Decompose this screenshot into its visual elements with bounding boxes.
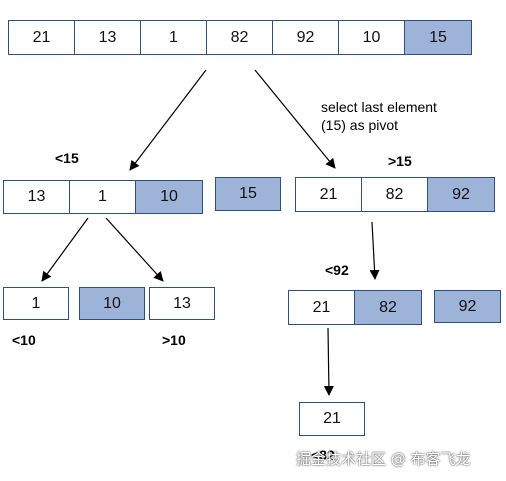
- array-cell: 82: [207, 21, 273, 54]
- arrow-left-to-lt: [41, 217, 89, 282]
- arrow-top-to-left: [129, 69, 207, 171]
- annotation-line-1: select last element: [321, 99, 437, 115]
- array-cell: 21: [296, 178, 362, 211]
- array-cell: 13: [4, 181, 70, 213]
- array-cell: 21: [289, 291, 355, 324]
- arrow-right-to-children: [369, 221, 380, 280]
- array-cell: 1: [141, 21, 207, 54]
- pivot-92-cell: 92: [434, 290, 501, 323]
- label-less-than-15: <15: [55, 150, 79, 166]
- array-cell: 92: [273, 21, 339, 54]
- array-cell: 13: [75, 21, 141, 54]
- array-cell: 21: [9, 21, 75, 54]
- left-partition: 13 1 10: [3, 180, 203, 214]
- arrow-left-to-gt: [105, 217, 164, 282]
- pivot-cell: 15: [405, 21, 471, 54]
- bottom-cell: 21: [299, 402, 365, 436]
- top-array: 21 13 1 82 92 10 15: [8, 20, 472, 55]
- label-greater-than-10: >10: [162, 332, 186, 348]
- array-cell: 10: [339, 21, 405, 54]
- arrow-top-to-right: [254, 69, 336, 169]
- middle-pivot-cell: 15: [215, 177, 281, 211]
- arrow-children-to-bottom: [323, 327, 334, 396]
- pivot-cell: 82: [355, 291, 421, 324]
- label-less-than-92: <92: [325, 262, 349, 278]
- label-less-than-82: <82: [311, 447, 335, 463]
- lt-10-cell: 1: [3, 287, 69, 320]
- pivot-cell: 10: [136, 181, 202, 213]
- right-partition: 21 82 92: [295, 177, 495, 212]
- annotation-line-2: (15) as pivot: [321, 117, 399, 133]
- label-less-than-10: <10: [12, 332, 36, 348]
- pivot-cell: 92: [428, 178, 494, 211]
- array-cell: 82: [362, 178, 428, 211]
- gt-10-cell: 13: [149, 287, 215, 320]
- watermark: 掘金技术社区 @ 布客飞龙: [296, 450, 471, 468]
- right-children-partition: 21 82: [288, 290, 422, 325]
- pivot-10-cell: 10: [79, 287, 145, 320]
- label-greater-than-15: >15: [388, 153, 412, 169]
- pivot-annotation: select last element (15) as pivot: [321, 98, 437, 134]
- array-cell: 1: [70, 181, 136, 213]
